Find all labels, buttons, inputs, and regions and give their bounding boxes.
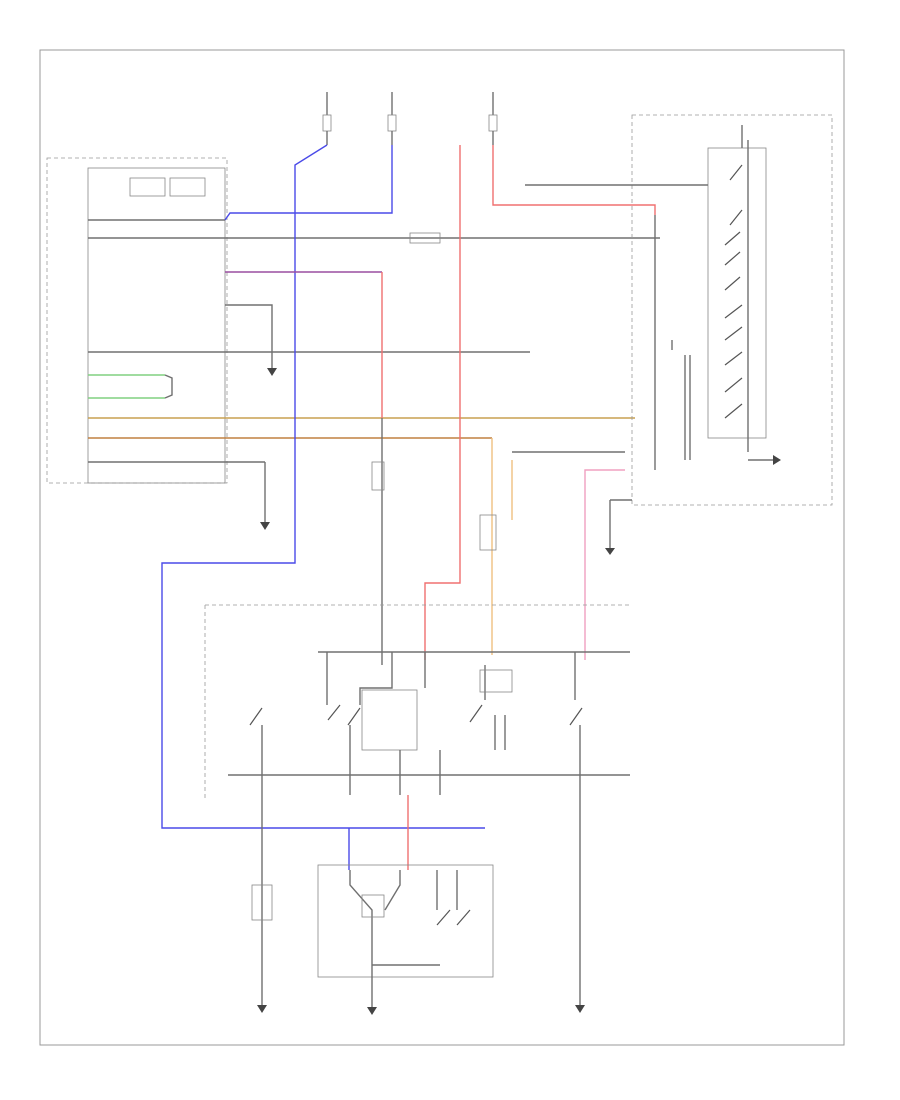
ground-bottom-right bbox=[575, 1005, 585, 1013]
bottom-motor-module bbox=[317, 864, 494, 1010]
left-relay bbox=[251, 884, 273, 921]
ground-bottom-center bbox=[367, 1007, 377, 1015]
fuse-group-top bbox=[322, 92, 498, 145]
ground-bottom-left bbox=[257, 1005, 267, 1013]
wire-blue bbox=[161, 144, 485, 829]
left-control-module bbox=[46, 157, 635, 530]
fuse-2 bbox=[387, 92, 397, 145]
right-switch-assembly bbox=[525, 114, 833, 506]
fuse-1 bbox=[322, 92, 332, 145]
diagram-border bbox=[39, 49, 845, 1046]
wire-red bbox=[424, 145, 461, 660]
wire-pink bbox=[584, 469, 625, 660]
center-switch-module bbox=[204, 604, 632, 1008]
fuse-3 bbox=[488, 92, 498, 145]
